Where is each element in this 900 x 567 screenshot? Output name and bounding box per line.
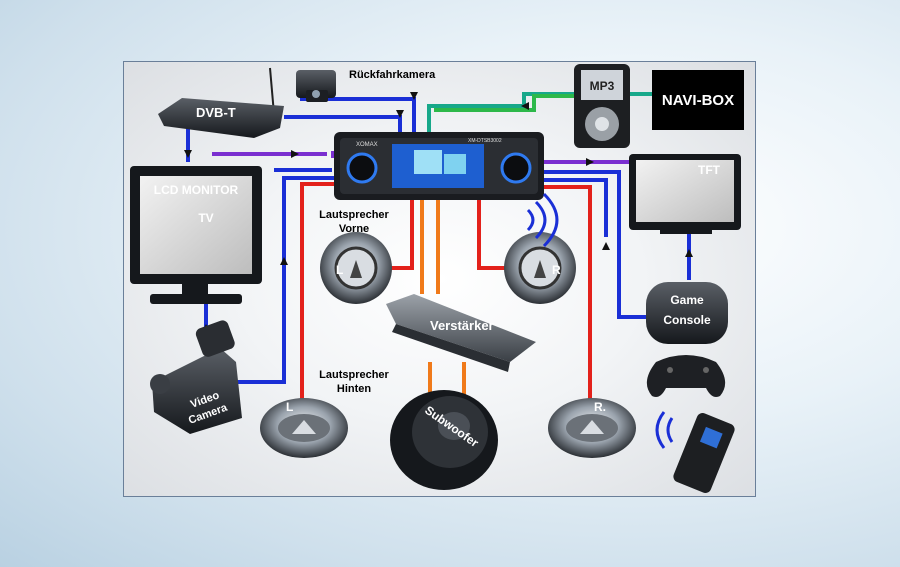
- rear-speakers-label-1: Lautsprecher: [319, 369, 389, 381]
- rear-camera: Rückfahrkamera: [296, 69, 436, 102]
- mp3-player: MP3: [574, 64, 630, 148]
- rear-camera-label: Rückfahrkamera: [349, 69, 436, 81]
- head-unit-model: XM-DTSB3002: [468, 138, 502, 144]
- wire-tft2: [542, 178, 608, 237]
- arrow-icon: [586, 158, 594, 166]
- front-speakers-label-1: Lautsprecher: [319, 209, 389, 221]
- rear-left-label: L: [286, 400, 293, 414]
- arrow-icon: [410, 92, 418, 100]
- wire-camera: [300, 97, 416, 134]
- wire-front-left: [387, 200, 414, 270]
- front-speakers-label-2: Vorne: [339, 223, 369, 235]
- navi-box-label: NAVI-BOX: [662, 92, 734, 109]
- game-console-label-2: Console: [663, 313, 711, 327]
- wire-rear-left: [300, 182, 334, 402]
- subwoofer: Subwoofer: [390, 390, 498, 490]
- arrow-icon: [280, 257, 288, 265]
- wire-dvbt: [284, 115, 402, 134]
- front-left-speaker: L: [320, 232, 392, 304]
- lcd-monitor-label: LCD MONITOR: [154, 183, 239, 197]
- wiring-diagram: Rückfahrkamera MP3 NAVI-BOX DVB-T XOMAX …: [123, 61, 756, 497]
- front-left-label: L: [336, 263, 343, 277]
- wire-front-right: [477, 200, 509, 270]
- wire-mp3: [434, 94, 574, 112]
- game-console-label-1: Game: [670, 293, 704, 307]
- front-right-label: R: [552, 263, 561, 277]
- arrow-icon: [396, 110, 404, 118]
- tft-label: TFT: [698, 163, 721, 177]
- arrow-icon: [602, 242, 610, 250]
- video-camera: Video Camera: [150, 320, 242, 434]
- bluetooth-phone: [655, 411, 735, 493]
- dvbt-label: DVB-T: [196, 105, 236, 120]
- wire-rear-right: [542, 185, 592, 402]
- wireless-icon: [655, 411, 674, 449]
- lcd-monitor: LCD MONITOR TV: [130, 166, 262, 304]
- game-console: Game Console: [646, 282, 728, 344]
- rear-left-speaker: L: [260, 398, 348, 458]
- navi-box: NAVI-BOX: [652, 70, 744, 130]
- dvbt-receiver: DVB-T: [158, 67, 284, 138]
- tft-monitor: TFT: [629, 154, 741, 234]
- wires: [184, 92, 693, 402]
- tv-label: TV: [198, 211, 213, 225]
- arrow-icon: [184, 150, 192, 158]
- rear-right-label: R.: [594, 400, 606, 414]
- gamepad-icon: [646, 355, 726, 397]
- wire-tft: [542, 170, 649, 319]
- arrow-icon: [521, 102, 529, 110]
- mp3-label: MP3: [590, 79, 615, 93]
- diagram-canvas: Rückfahrkamera MP3 NAVI-BOX DVB-T XOMAX …: [130, 64, 744, 493]
- amplifier: Verstärker: [386, 294, 536, 372]
- wire-video: [234, 176, 334, 384]
- arrow-icon: [291, 150, 299, 158]
- rear-speakers-label-2: Hinten: [337, 383, 372, 395]
- head-unit-brand: XOMAX: [356, 142, 378, 148]
- front-right-speaker: R: [504, 232, 576, 304]
- amplifier-label: Verstärker: [430, 318, 494, 333]
- wifi-icon: [526, 192, 559, 248]
- arrow-icon: [685, 249, 693, 257]
- rear-right-speaker: R.: [548, 398, 636, 458]
- head-unit: XOMAX XM-DTSB3002: [334, 132, 544, 200]
